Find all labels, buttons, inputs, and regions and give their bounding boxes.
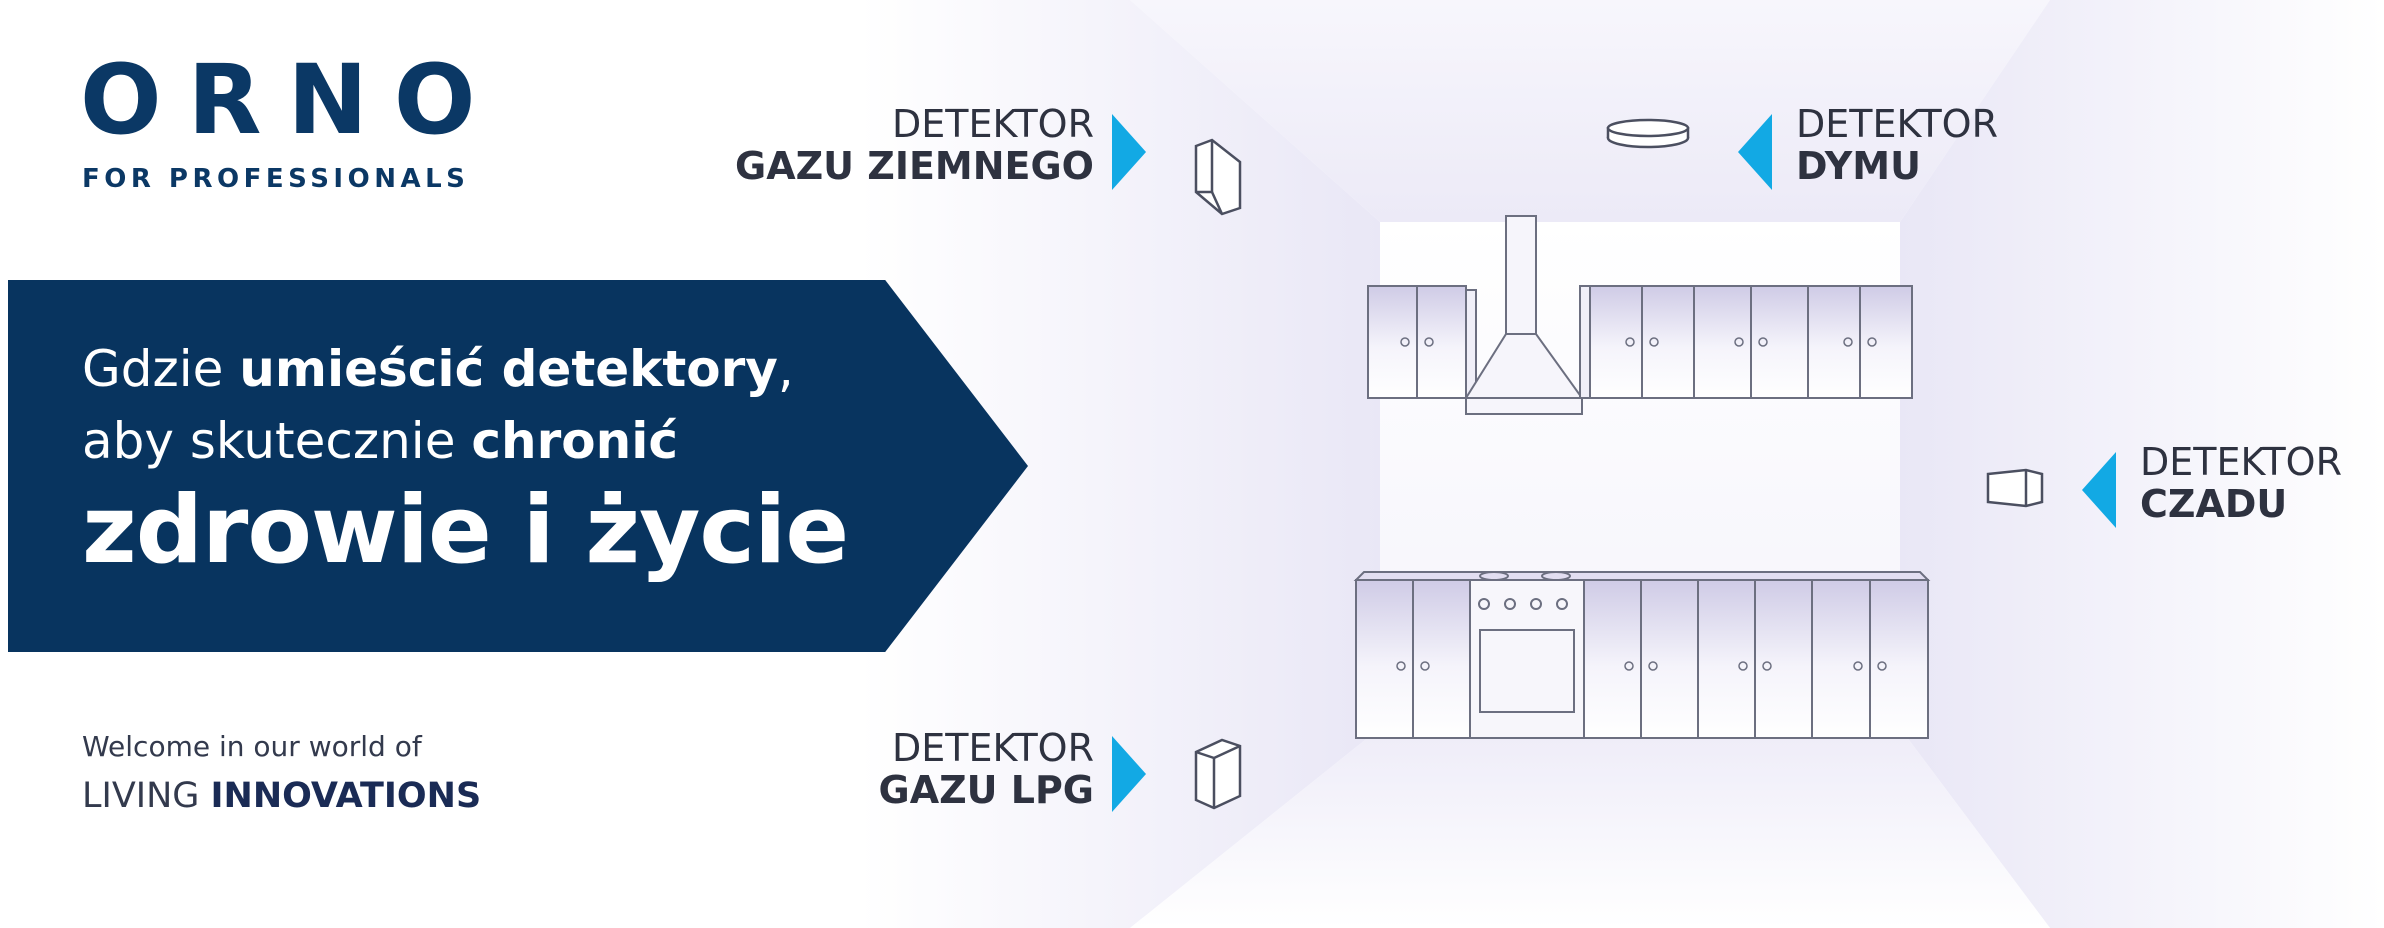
lower-cabinet-knobs [1396,661,1887,671]
co-arrow-icon [2082,452,2116,528]
smoke-arrow-icon [1738,114,1772,190]
brand-tagline: FOR PROFESSIONALS [82,164,470,194]
countertop [1353,571,1931,581]
co-detector-label: DETEKTOR CZADU [2140,440,2342,526]
smoke-detector-label: DETEKTOR DYMU [1796,102,1998,188]
headline-line-1: Gdzie umieścić detektory, [82,340,794,398]
upper-cabinets-left [1367,285,1477,399]
natural-gas-detector-label: DETEKTOR GAZU ZIEMNEGO [735,102,1094,188]
ceiling [1130,0,2050,222]
living-innovations: LIVING INNOVATIONS [82,776,482,816]
headline-banner: Gdzie umieścić detektory, aby skutecznie… [8,280,1028,652]
right-wall [1900,0,2384,928]
headline-line-3: zdrowie i życie [82,476,849,585]
co-detector-icon [1986,468,2044,508]
lower-cabinets [1355,579,1929,739]
stove [1469,571,1585,739]
upper-cabinet-knobs [1400,337,1877,347]
wall-detector-icon [1194,138,1242,216]
left-wall [860,0,1380,928]
floor-detector-icon [1194,738,1242,810]
floor [1130,728,2050,928]
natural-gas-arrow-icon [1112,114,1146,190]
range-hood [1464,215,1584,415]
headline-line-2: aby skutecznie chronić [82,412,678,470]
welcome-text: Welcome in our world of [82,730,422,763]
lpg-arrow-icon [1112,736,1146,812]
ceiling-smoke-detector-icon [1606,118,1690,149]
brand-logo: ORNO [80,44,502,156]
lpg-detector-label: DETEKTOR GAZU LPG [878,726,1095,812]
upper-cabinets-right [1579,285,1913,399]
